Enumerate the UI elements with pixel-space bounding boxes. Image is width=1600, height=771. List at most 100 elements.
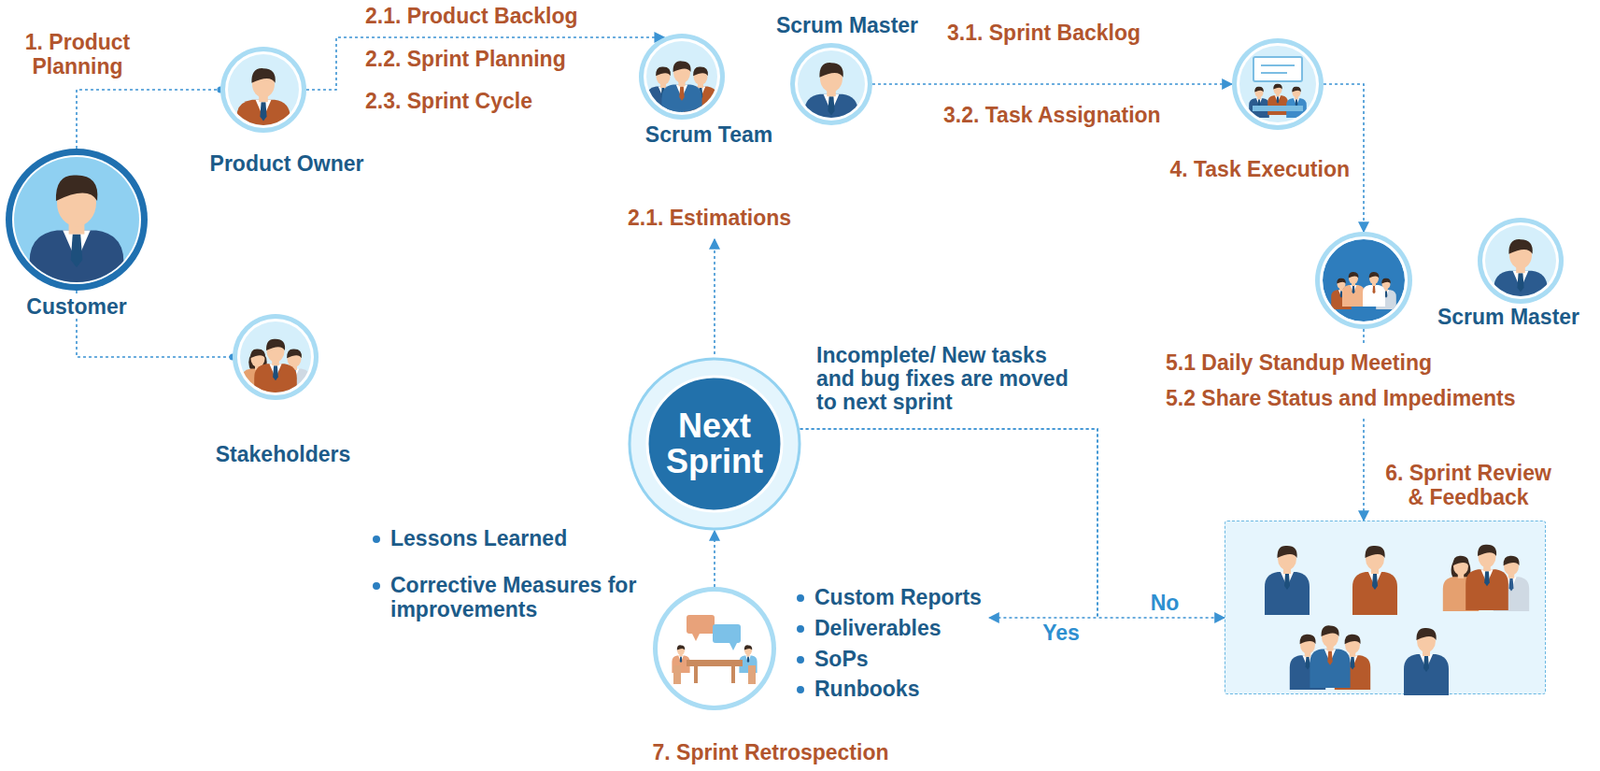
person-hair — [1276, 545, 1297, 558]
chair — [673, 665, 681, 684]
person-figure — [29, 174, 125, 291]
person-hair — [286, 348, 302, 358]
person-hair — [1381, 278, 1391, 284]
person-figure — [1342, 271, 1365, 307]
role-circle-shape — [638, 33, 725, 120]
person-hair — [1453, 555, 1470, 566]
person-tie — [1484, 570, 1490, 586]
circle-icon — [1322, 239, 1405, 322]
speech-bubble — [686, 614, 715, 634]
node-label: 7. Sprint Retrospection — [651, 739, 889, 765]
person-head — [1255, 87, 1264, 99]
person-body — [661, 84, 702, 120]
person-hair — [1291, 86, 1302, 93]
person-tie — [1340, 290, 1344, 298]
step-label: 2.1. Product Backlog — [365, 3, 579, 29]
circle-ring — [220, 46, 307, 133]
person-tie — [1373, 285, 1376, 295]
person-body — [254, 363, 298, 400]
chair — [748, 665, 756, 684]
step-label: 2.3. Sprint Cycle — [365, 88, 533, 114]
person-figure — [1248, 86, 1270, 118]
flow-connector — [800, 428, 1098, 618]
leader-arrow — [713, 239, 716, 354]
person-figure — [1286, 86, 1307, 118]
circle-ring — [1231, 38, 1324, 130]
bullet-text: Runbooks — [814, 676, 920, 701]
circle-ring — [790, 42, 873, 126]
person-tie — [1295, 99, 1299, 107]
step-circle: 4. Task Execution — [1231, 38, 1324, 130]
table — [1252, 105, 1303, 112]
step-label: 2.2. Sprint Planning — [365, 46, 567, 71]
step-label: 3.1. Sprint Backlog — [947, 20, 1141, 45]
node-label: Stakeholders — [215, 441, 351, 467]
node-label: 4. Task Execution — [1169, 156, 1350, 182]
role-circle: Scrum Master — [1477, 217, 1564, 304]
node-label: Scrum Team — [645, 122, 773, 147]
next-ring — [629, 358, 800, 529]
person-hair — [744, 644, 752, 650]
person-tie — [259, 101, 267, 121]
person-body — [1465, 568, 1509, 610]
circle-icon — [236, 68, 291, 133]
person-tie — [70, 234, 84, 269]
person-hair — [673, 60, 692, 72]
person-tie — [1423, 655, 1430, 672]
review-box-shape — [1225, 521, 1547, 695]
person-head — [1274, 84, 1283, 96]
person-figure — [661, 60, 702, 120]
person-tie — [1258, 99, 1261, 107]
node-label: 6. Sprint Review & Feedback — [1378, 460, 1558, 510]
person-tie — [1352, 285, 1356, 295]
person-hair — [1477, 544, 1497, 556]
person-tie — [1372, 573, 1378, 590]
person-hair — [1273, 84, 1283, 90]
flow-connector — [872, 83, 1232, 85]
person-figure — [1465, 544, 1509, 610]
person-tie — [827, 96, 835, 115]
table-leg — [731, 665, 736, 683]
person-head — [677, 645, 685, 655]
role-circle: Stakeholders — [232, 313, 319, 400]
circle-fill — [660, 594, 769, 703]
circle-gap — [794, 47, 868, 121]
circle-ring — [1315, 231, 1413, 329]
person-hair — [677, 644, 685, 650]
person-tie — [679, 85, 684, 100]
person-hair — [1348, 271, 1360, 279]
person-tie — [1284, 573, 1290, 590]
customer-circle-shape — [5, 148, 148, 291]
note-label: Incomplete/ New tasks and bug fixes are … — [816, 343, 1082, 414]
person-figure — [236, 68, 291, 133]
person-hair — [1336, 278, 1346, 284]
person-body — [1264, 571, 1310, 615]
bullet-dot — [372, 535, 381, 543]
speech-bubble — [712, 623, 741, 643]
person-tie — [1385, 290, 1388, 298]
bullet-text: Custom Reports — [814, 584, 982, 609]
circle-gap — [12, 155, 142, 284]
standup-ground — [1322, 239, 1405, 322]
person-hair — [819, 62, 843, 78]
customer-circle: Customer — [5, 148, 148, 291]
person-figure — [254, 339, 298, 400]
circle-icon — [1248, 56, 1307, 118]
board-line — [1260, 71, 1288, 74]
circle-icon — [29, 174, 125, 291]
circle-icon — [671, 614, 757, 684]
person-hair — [1415, 627, 1436, 640]
circle-ring — [652, 586, 777, 710]
person-hair — [1254, 86, 1264, 93]
table-top — [686, 659, 743, 666]
circle-gap — [225, 51, 302, 128]
node-label: Scrum Master — [776, 13, 919, 38]
circle-icon — [804, 62, 859, 126]
person-tie — [1276, 96, 1280, 104]
step-circle: 5.1 Daily Standup Meeting5.2 Share Statu… — [1315, 231, 1413, 329]
person-body — [29, 229, 125, 291]
person-body — [1352, 571, 1398, 615]
person-body — [236, 99, 291, 133]
person-hair — [693, 66, 708, 76]
bullet-text: SoPs — [814, 646, 869, 671]
